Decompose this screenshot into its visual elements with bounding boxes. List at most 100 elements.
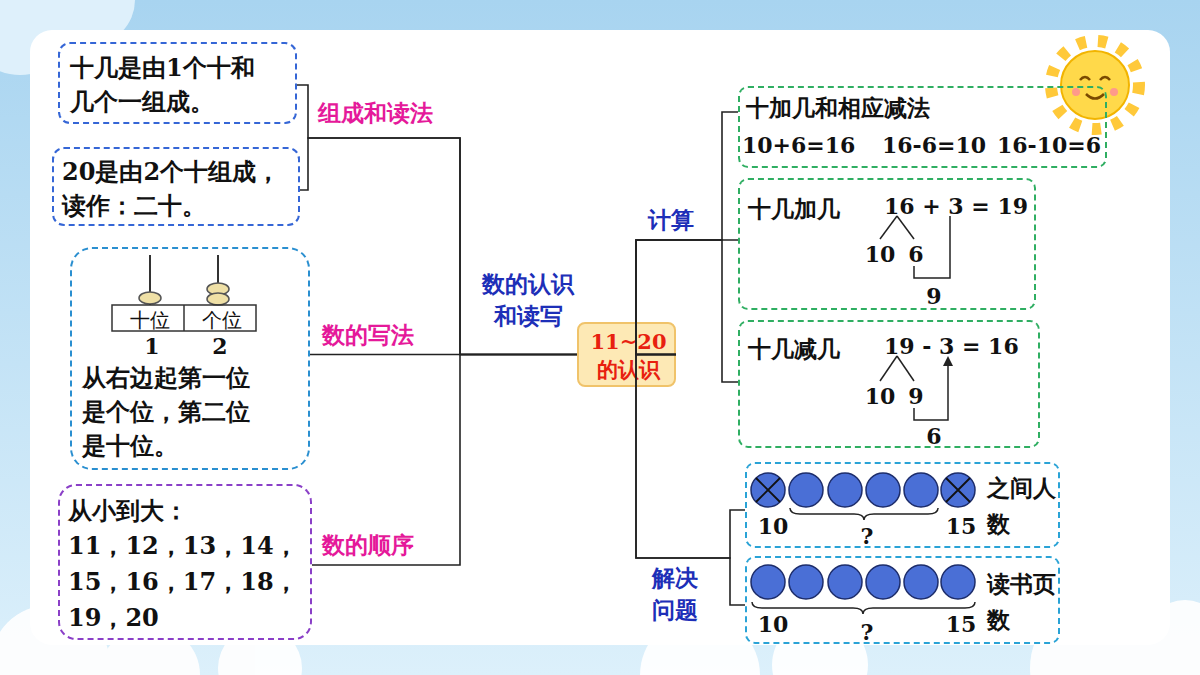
cloud [45,0,135,45]
sun-cheek [1072,88,1080,96]
fact-text: 从右边起第一位 是个位，第二位 是十位。 [82,361,267,463]
calc-box: 十加几和相应减法10+6=1616-6=1016-10=6 [738,86,1107,168]
digit-label: 10 [864,384,896,408]
cloud [1145,600,1200,675]
sun-face [1061,51,1129,119]
addition-split [880,216,950,278]
cross-mark [946,478,970,502]
digit-label: 9 [924,284,944,308]
digit-label: 9 [906,384,926,408]
equation: 19 - 3 = 16 [884,332,1034,360]
concept-box: 20是由2个十组成， 读作：二十。 [52,147,300,226]
topic-box: 11~20 的认识 [577,322,676,387]
combine-bracket [914,364,948,420]
content-panel [30,30,1170,645]
concept-box: 十几是由1个十和 几个一组成。 [58,42,297,124]
calc-box: 十几加几 16 + 3 = 19 10 6 9 [738,178,1036,310]
page-dot [789,565,823,599]
page-dot [751,565,785,599]
branch-label: 数的顺序 [322,530,452,560]
place-value-box: 十位个位12从右边起第一位 是个位，第二位 是十位。 [70,247,310,470]
digit-label: 6 [906,242,926,266]
page-dot [866,565,900,599]
fact-text: 十几是由1个十和 几个一组成。 [70,51,270,119]
split-line [880,216,897,239]
sun-eye [1100,77,1110,80]
digit-label: 10 [864,242,896,266]
cloud [218,626,302,675]
sun-sticker [1051,41,1139,129]
heading: 从小到大： [68,494,308,528]
order-box: 从小到大：11，12，13，14， 15，16，17，18， 19，20 [58,484,312,640]
digit-label: 10 [755,612,791,636]
branch-connector [312,355,577,566]
heading: 十加几和相应减法 [746,92,1066,124]
unknown-mark: ? [855,620,879,644]
abacus-bead [207,293,229,305]
digit-label: 15 [943,612,979,636]
branch-connector [310,354,577,356]
equation: 10+6=16 [742,130,867,160]
branch-label: 解决 问题 [647,562,703,626]
page-dot [828,565,862,599]
person-dot [828,473,862,507]
subtraction-split [880,356,953,420]
abacus-bead [207,283,229,295]
arrow-head [943,356,953,366]
person-dot [789,473,823,507]
sun-smile [1086,94,1104,99]
place-table-divider [183,305,185,331]
page-dot [941,565,975,599]
branch-label: 组成和读法 [318,98,468,128]
abacus-rod [217,255,219,305]
sun-eye [1080,77,1090,80]
fact-text: 20是由2个十组成， 读作：二十。 [62,155,292,223]
cloud [0,0,75,75]
heading: 十几加几 [748,194,858,224]
place-table [112,305,256,331]
calc-box: 十几减几19 - 3 = 161096 [738,320,1040,448]
branch-label: 数的写法 [322,320,452,350]
caption: 之间人 数 [987,470,1059,542]
cloud [1030,598,1170,675]
problem-box: 读书页 数 10? 15 [745,556,1060,644]
pages-row [751,565,975,614]
sun-cheek [1110,88,1118,96]
equation: 16 + 3 = 19 [884,192,1034,220]
branch-label: 计算 [648,205,708,235]
combine-bracket [914,216,950,278]
branch-connector [636,240,738,355]
person-dot [866,473,900,507]
topic-title: 11~20 的认识 [583,328,674,384]
abacus-rod [149,255,151,305]
branch-connector [636,240,738,382]
digit-label: 1 [137,333,167,359]
digit-label: 15 [943,514,979,538]
branch-label: 数的认识 和读写 [466,268,590,332]
branch-connector [636,355,745,559]
cloud [640,615,760,675]
place-label: 十位 [114,307,186,333]
brace [752,602,975,614]
cross-mark [756,478,780,502]
split-line [897,216,914,239]
unknown-mark: ? [855,524,879,548]
problem-box: 之间人 数 10? 15 [745,462,1060,548]
abacus [112,255,256,331]
cloud [100,625,200,675]
place-label: 个位 [186,307,258,333]
abacus-bead [139,292,161,304]
digit-label: 10 [755,514,791,538]
number-sequence: 11，12，13，14， 15，16，17，18， 19，20 [68,528,313,636]
caption: 读书页 数 [987,566,1059,638]
person-dot [904,473,938,507]
sun-rays [1051,41,1139,129]
person-dot [751,473,785,507]
